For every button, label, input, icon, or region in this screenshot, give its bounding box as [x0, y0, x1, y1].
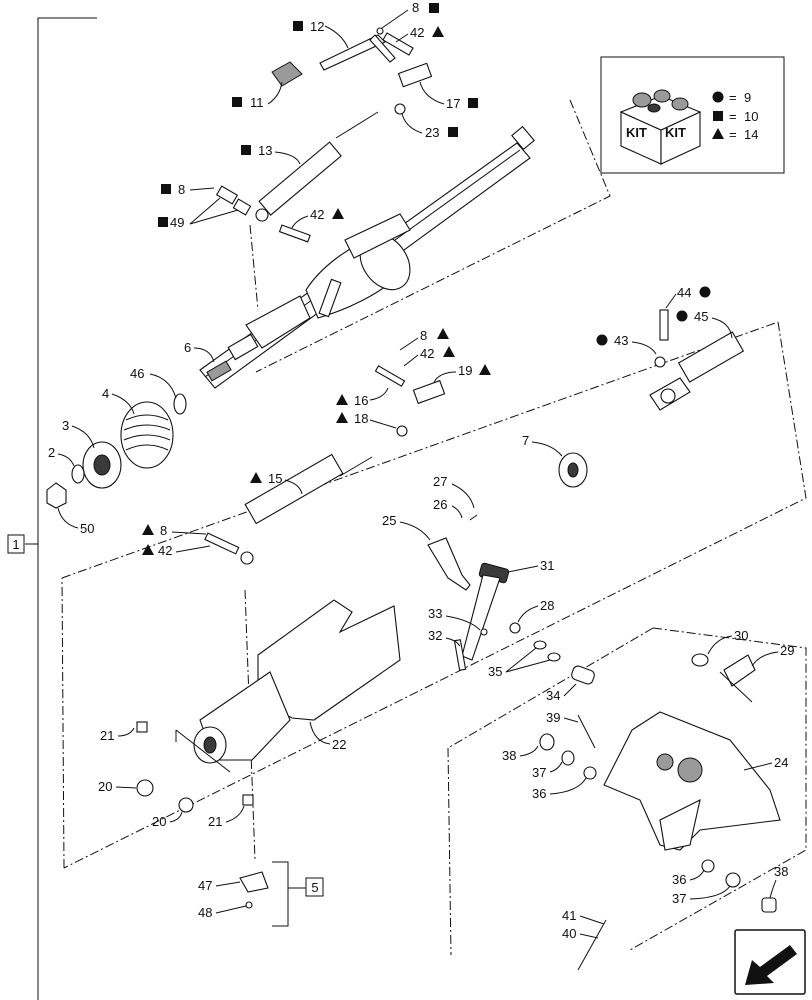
main-frame: [175, 599, 401, 773]
callout-15: 15: [268, 471, 282, 486]
callout-32: 32: [428, 628, 442, 643]
legend-eq-1: =: [729, 90, 737, 105]
square-symbol-icon: [713, 111, 723, 121]
callout-42c: 42: [420, 346, 434, 361]
assembly-bracket: 1: [7, 17, 97, 1000]
callout-37: 37: [532, 765, 546, 780]
callout-36: 36: [532, 786, 546, 801]
legend-value-square: 10: [744, 109, 758, 124]
callout-48: 48: [198, 905, 212, 920]
callout-27: 27: [433, 474, 447, 489]
callout-35: 35: [488, 664, 502, 679]
callout-21: 21: [100, 728, 114, 743]
callout-13: 13: [258, 143, 272, 158]
callout-38: 38: [502, 748, 516, 763]
callout-42d: 42: [158, 543, 172, 558]
callout-23: 23: [425, 125, 439, 140]
callout-11: 11: [250, 95, 264, 110]
subassembly-bracket: 5: [272, 861, 324, 927]
legend-value-triangle: 14: [744, 127, 758, 142]
arrow-back-icon: [745, 945, 797, 985]
callout-18: 18: [354, 411, 368, 426]
callout-44: 44: [677, 285, 691, 300]
kit-legend[interactable]: KIT KIT = 9 = 10 = 14: [600, 56, 785, 174]
group-label-5: 5: [311, 880, 318, 895]
callout-50: 50: [80, 521, 94, 536]
callout-30: 30: [734, 628, 748, 643]
callout-38b: 38: [774, 864, 788, 879]
steering-column-upper: [199, 125, 535, 389]
kit-label-left: KIT: [626, 125, 647, 140]
callout-39: 39: [546, 710, 560, 725]
tilt-lever-parts: [427, 514, 596, 749]
kit-label-right: KIT: [665, 125, 686, 140]
legend-eq-3: =: [729, 127, 737, 142]
callout-49: 49: [170, 215, 184, 230]
callout-12: 12: [310, 19, 324, 34]
callouts: 8 12 42 11 17 23 13 8 49: [48, 0, 794, 941]
callout-22: 22: [332, 737, 346, 752]
callout-42b: 42: [310, 207, 324, 222]
callout-7: 7: [522, 433, 529, 448]
callout-2: 2: [48, 445, 55, 460]
callout-31: 31: [540, 558, 554, 573]
callout-45: 45: [694, 309, 708, 324]
callout-42: 42: [410, 25, 424, 40]
callout-46: 46: [130, 366, 144, 381]
fasteners: [136, 721, 269, 909]
lever-parts: [215, 27, 433, 243]
callout-8c: 8: [420, 328, 427, 343]
callout-8b: 8: [178, 182, 185, 197]
callout-37b: 37: [672, 891, 686, 906]
group-label-1: 1: [12, 537, 19, 552]
gas-strut-15: [204, 365, 446, 565]
gas-strut-13: [255, 111, 379, 222]
callout-17: 17: [446, 96, 460, 111]
u-joint-45: [558, 309, 745, 488]
callout-25: 25: [382, 513, 396, 528]
callout-24: 24: [774, 755, 788, 770]
callout-29: 29: [780, 643, 794, 658]
callout-33: 33: [428, 606, 442, 621]
callout-3: 3: [62, 418, 69, 433]
callout-34: 34: [546, 688, 560, 703]
callout-4: 4: [102, 386, 109, 401]
callout-43: 43: [614, 333, 628, 348]
callout-36b: 36: [672, 872, 686, 887]
back-nav-button[interactable]: [734, 929, 806, 995]
kit-box-icon: KIT KIT: [619, 89, 702, 165]
callout-26: 26: [433, 497, 447, 512]
legend-eq-2: =: [729, 109, 737, 124]
callout-6: 6: [184, 340, 191, 355]
circle-symbol-icon: [712, 91, 724, 103]
pedal-bracket-24: [539, 653, 781, 971]
callout-8d: 8: [160, 523, 167, 538]
callout-20b: 20: [152, 814, 166, 829]
callout-21b: 21: [208, 814, 222, 829]
legend-value-circle: 9: [744, 90, 751, 105]
hub-parts: [46, 393, 187, 509]
callout-28: 28: [540, 598, 554, 613]
callout-47: 47: [198, 878, 212, 893]
callout-19: 19: [458, 363, 472, 378]
callout-8: 8: [412, 0, 419, 15]
callout-20: 20: [98, 779, 112, 794]
callout-40: 40: [562, 926, 576, 941]
callout-41: 41: [562, 908, 576, 923]
callout-16: 16: [354, 393, 368, 408]
